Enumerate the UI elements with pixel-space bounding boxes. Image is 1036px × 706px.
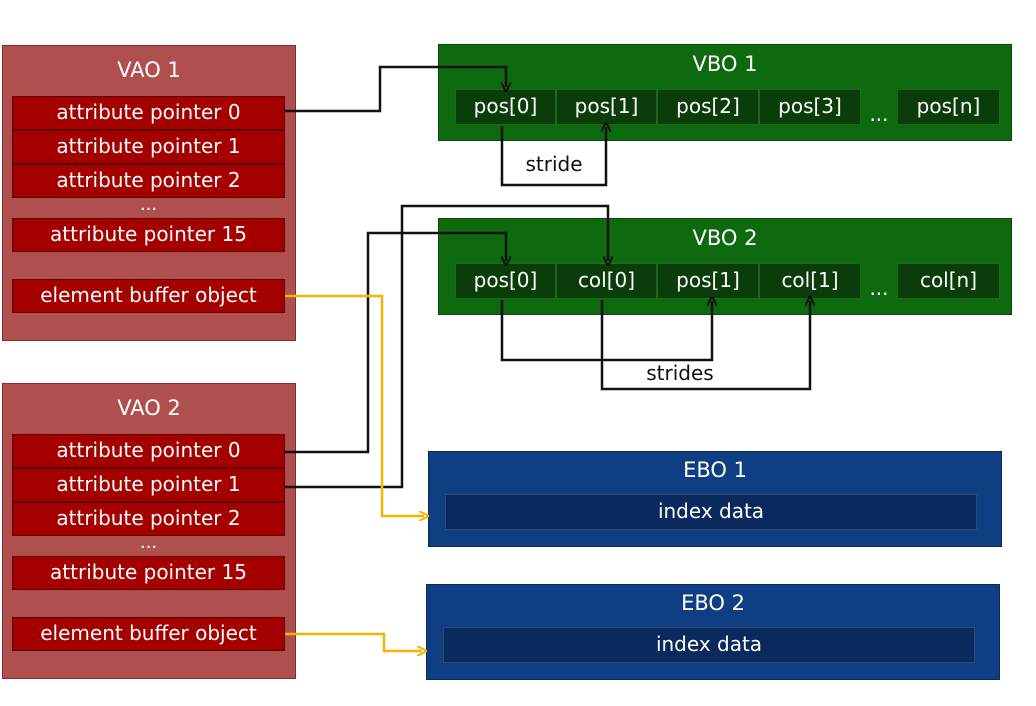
vao1-element-buffer-object: element buffer object	[12, 279, 285, 313]
vao2-element-buffer-object: element buffer object	[12, 617, 285, 651]
vao1-attribute-pointer-15: attribute pointer 15	[12, 218, 285, 252]
ebo1-title: EBO 1	[683, 458, 747, 482]
vao1-attribute-pointer-2: attribute pointer 2	[12, 164, 285, 198]
vbo2-strides-label: strides	[646, 361, 714, 385]
vbo2-title: VBO 2	[692, 226, 758, 250]
vao1-ebo-to-ebo1-arrow	[285, 294, 424, 516]
vao2-attribute-pointer-2: attribute pointer 2	[12, 502, 285, 536]
vao2-attribute-pointer-15: attribute pointer 15	[12, 556, 285, 590]
vao2-attribute-pointer-1: attribute pointer 1	[12, 468, 285, 502]
vao2-dots: ...	[139, 532, 158, 553]
vao1-attribute-pointer-1: attribute pointer 1	[12, 130, 285, 164]
ebo2-index-data: index data	[443, 627, 975, 663]
vao1-dots: ...	[139, 194, 158, 215]
vbo1-cell-pos1: pos[1]	[556, 89, 657, 125]
vbo2-cell-col1: col[1]	[759, 263, 861, 299]
vbo1-cell-pos2: pos[2]	[657, 89, 759, 125]
vbo1-cell-pos3: pos[3]	[759, 89, 861, 125]
vbo1-cell-posn: pos[n]	[897, 89, 1000, 125]
vbo1-stride-arrow	[500, 126, 606, 187]
vao2-ebo-to-ebo2-arrow	[285, 632, 422, 651]
vbo1-title: VBO 1	[692, 52, 758, 76]
vao2-title: VAO 2	[117, 396, 181, 420]
vbo2-cell-pos0: pos[0]	[455, 263, 556, 299]
vao2-attr0-to-vbo2-pos0-arrow	[285, 231, 506, 454]
vbo2-col-stride-arrow	[600, 300, 810, 391]
vbo2-cell-pos1: pos[1]	[657, 263, 759, 299]
vao1-attribute-pointer-0: attribute pointer 0	[12, 96, 285, 130]
vbo2-cell-col0: col[0]	[556, 263, 657, 299]
vao2-attribute-pointer-0: attribute pointer 0	[12, 434, 285, 468]
vbo1-ellipsis: ...	[869, 102, 889, 126]
ebo2-title: EBO 2	[681, 591, 745, 615]
vbo1-cell-pos0: pos[0]	[455, 89, 556, 125]
vbo2-pos-stride-arrow	[500, 300, 712, 362]
ebo1-index-data: index data	[445, 494, 977, 530]
vao1-title: VAO 1	[117, 58, 181, 82]
vbo2-cell-coln: col[n]	[897, 263, 1000, 299]
vbo2-ellipsis: ...	[869, 276, 889, 300]
vao2-attr1-to-vbo2-col0-arrow	[285, 204, 608, 489]
vao1-attr0-to-vbo1-arrow	[285, 65, 506, 113]
vbo1-stride-label: stride	[525, 152, 583, 176]
